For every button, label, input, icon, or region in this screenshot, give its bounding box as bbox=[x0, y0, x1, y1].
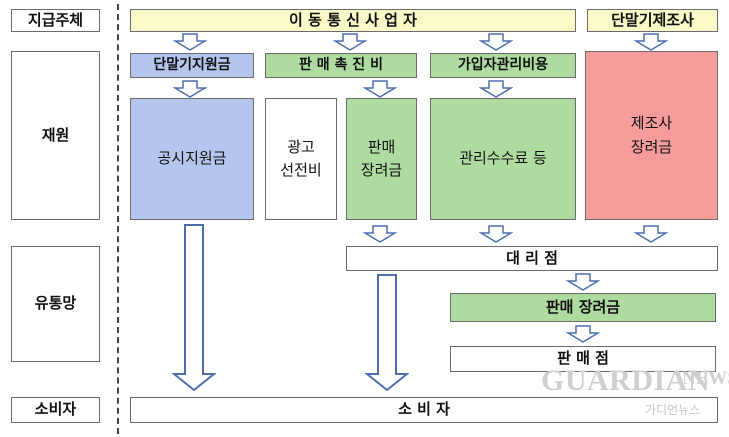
arrow-down-icon bbox=[566, 273, 600, 291]
arrow-down-icon bbox=[173, 33, 207, 51]
sales-promotion-category: 판 매 촉 진 비 bbox=[265, 53, 417, 78]
funding-label: 재원 bbox=[11, 51, 100, 220]
sales-incentive-box: 판매 장려금 bbox=[346, 98, 417, 220]
arrow-down-icon bbox=[479, 225, 513, 243]
arrow-down-icon bbox=[333, 33, 367, 51]
arrow-down-icon bbox=[479, 33, 513, 51]
consumer-bar: 소 비 자 bbox=[130, 397, 718, 423]
arrow-down-icon bbox=[363, 225, 397, 243]
arrow-down-icon bbox=[634, 33, 668, 51]
subscriber-management-category: 가입자관리비용 bbox=[430, 53, 576, 78]
consumer-label: 소비자 bbox=[11, 397, 100, 423]
manufacturer-header: 단말기제조사 bbox=[587, 9, 718, 32]
arrow-down-icon bbox=[634, 225, 668, 243]
device-subsidy-category: 단말기지원금 bbox=[130, 53, 254, 78]
large-arrow-down-icon bbox=[365, 274, 409, 392]
arrow-down-icon bbox=[173, 80, 207, 98]
management-fee-box: 관리수수료 등 bbox=[430, 98, 576, 220]
arrow-down-icon bbox=[479, 80, 513, 98]
distribution-incentive-box: 판매 장려금 bbox=[450, 293, 716, 322]
agency-box: 대 리 점 bbox=[346, 246, 718, 271]
carrier-header: 이 동 통 신 사 업 자 bbox=[130, 9, 576, 32]
distribution-label: 유통망 bbox=[11, 246, 100, 362]
large-arrow-down-icon bbox=[172, 224, 216, 392]
provider-label: 지급주체 bbox=[11, 9, 100, 32]
section-divider bbox=[117, 4, 119, 434]
store-box: 판 매 점 bbox=[450, 346, 716, 372]
public-subsidy-box: 공시지원금 bbox=[130, 98, 254, 220]
manufacturer-incentive-box: 제조사 장려금 bbox=[585, 51, 718, 220]
advertising-box: 광고 선전비 bbox=[265, 98, 337, 220]
arrow-down-icon bbox=[566, 325, 600, 343]
arrow-down-icon bbox=[363, 80, 397, 98]
